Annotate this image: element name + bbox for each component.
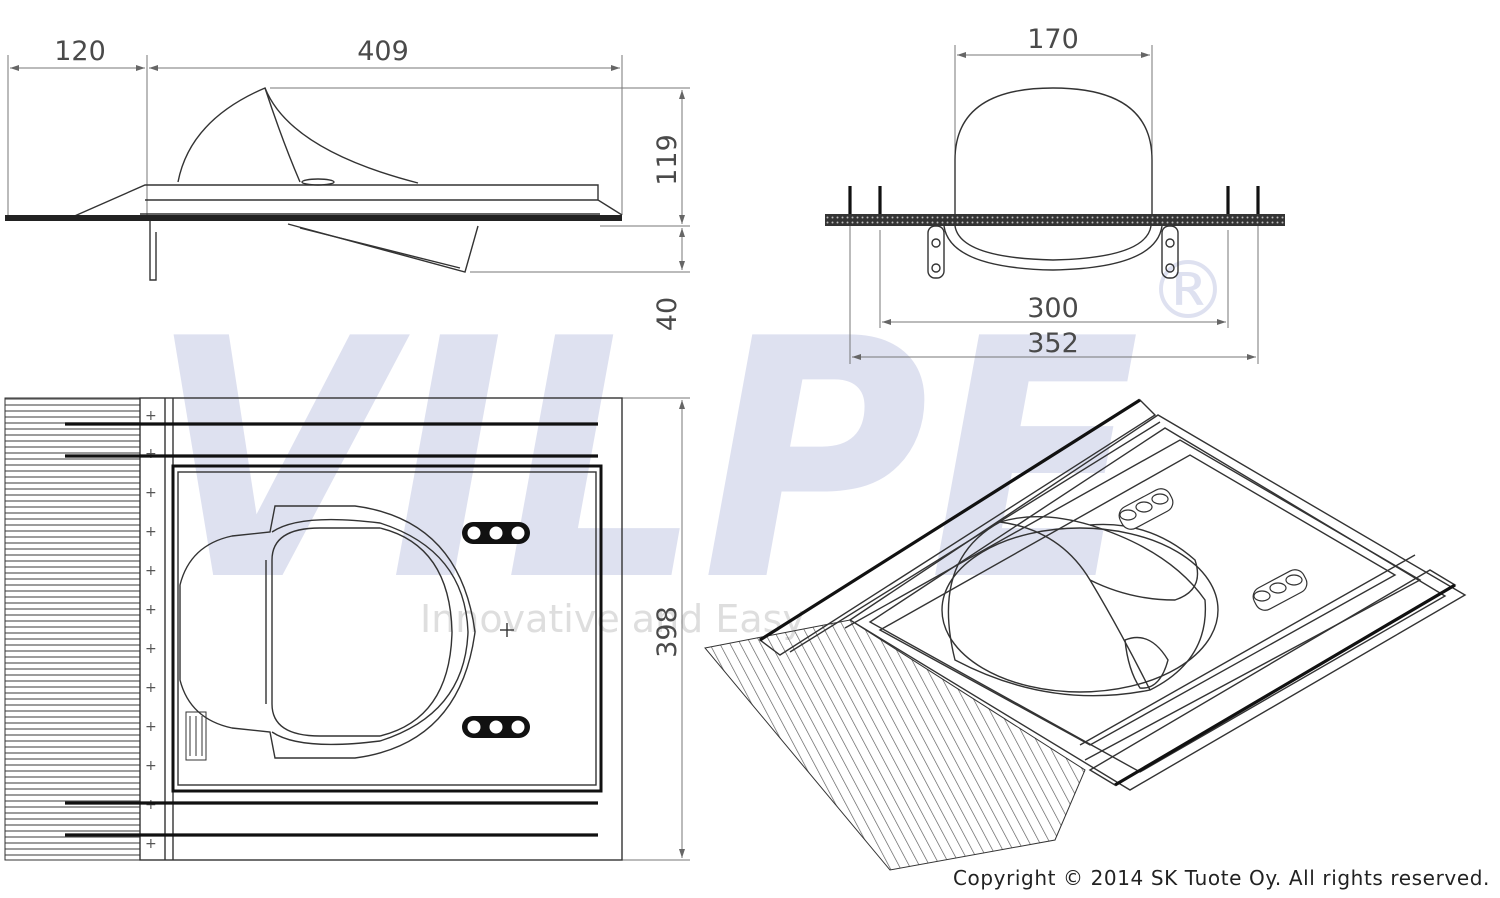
svg-text:+: + — [145, 641, 157, 657]
dim-119: 119 — [652, 134, 683, 186]
dim-120: 120 — [54, 36, 106, 67]
dim-170: 170 — [1027, 24, 1079, 55]
svg-text:+: + — [145, 485, 157, 501]
svg-text:+: + — [145, 719, 157, 735]
logo-mark-icon — [185, 711, 207, 761]
svg-text:+: + — [145, 408, 157, 424]
dim-300: 300 — [1027, 293, 1079, 324]
svg-text:+: + — [145, 797, 157, 813]
watermark-tagline: Innovative and Easy — [420, 597, 805, 641]
svg-text:+: + — [145, 836, 157, 852]
svg-text:+: + — [145, 602, 157, 618]
svg-text:+: + — [145, 446, 157, 462]
watermark-brand: VILPE — [150, 269, 1140, 653]
side-view: 120 409 119 40 — [5, 36, 690, 331]
dim-398: 398 — [652, 606, 683, 658]
copyright-notice: Copyright © 2014 SK Tuote Oy. All rights… — [952, 866, 1490, 890]
watermark-registered: ® — [1148, 244, 1228, 337]
front-view: 170 300 352 — [825, 24, 1285, 364]
dim-352: 352 — [1027, 328, 1079, 359]
svg-text:+: + — [145, 524, 157, 540]
svg-text:+: + — [145, 758, 157, 774]
svg-text:+: + — [145, 563, 157, 579]
dim-409: 409 — [357, 36, 409, 67]
isometric-view — [704, 398, 1467, 871]
top-view: 398 + + + + + + + + + + + + — [4, 397, 690, 861]
brand-watermark: VILPE ® — [150, 244, 1228, 653]
dim-40: 40 — [652, 297, 683, 331]
svg-text:+: + — [145, 680, 157, 696]
